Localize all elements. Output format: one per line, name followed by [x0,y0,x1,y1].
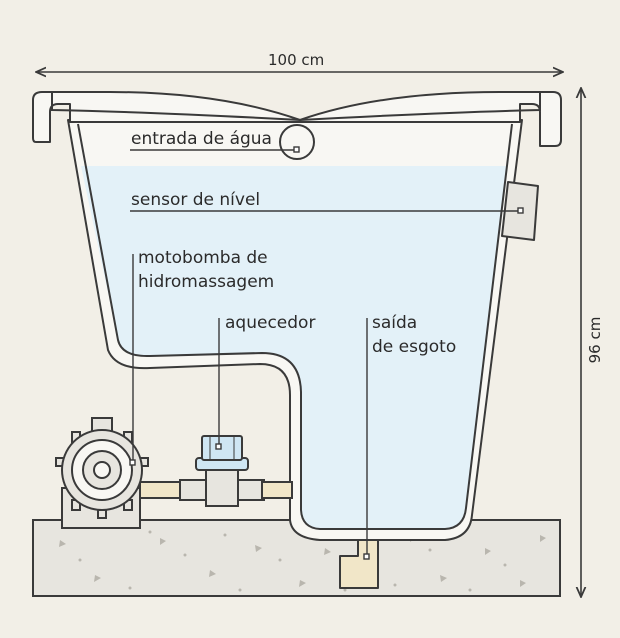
heater-label: aquecedor [225,313,316,333]
pipe-segment-a [139,481,183,499]
height-dimension-label: 96 cm [586,316,604,364]
concrete-texture [59,530,546,592]
pipe-segment-c [235,479,265,501]
tub-rim-top [51,92,541,122]
water-inlet-label: entrada de água [131,129,272,149]
drain-label-line1: saída [372,313,418,333]
water [81,166,507,529]
pipe-segment-b [179,479,209,501]
drain-label-line2: de esgoto [372,337,457,357]
pump-motor [55,417,149,529]
water-inlet-circle [279,124,315,160]
pump-label-line2: hidromassagem [138,272,275,292]
pipe-segment-d [261,481,293,499]
tub-inner-wall [77,123,513,530]
heater [195,435,249,507]
pump-label-line1: motobomba de [138,248,268,268]
leader-endpoints [129,146,524,560]
level-sensor-label: sensor de nível [131,190,261,210]
width-dimension-label: 100 cm [268,51,325,69]
